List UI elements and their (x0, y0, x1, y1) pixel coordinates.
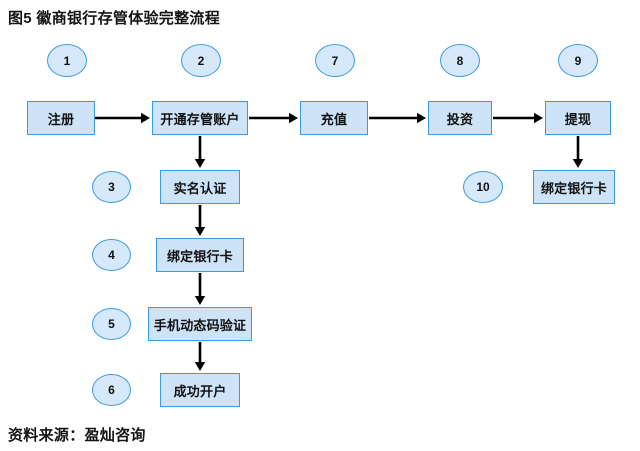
flow-node-n4: 绑定银行卡 (156, 238, 244, 272)
flow-arrow-n1-to-n2 (95, 112, 150, 124)
flow-node-n6: 成功开户 (160, 373, 240, 407)
flow-node-n5: 手机动态码验证 (148, 307, 252, 341)
step-marker-8: 8 (440, 44, 480, 77)
step-marker-6: 6 (92, 374, 131, 406)
flow-node-n10: 绑定银行卡 (533, 170, 615, 204)
flow-node-n3: 实名认证 (160, 170, 240, 204)
step-marker-9: 9 (558, 44, 598, 77)
flow-node-n8: 投资 (428, 101, 492, 135)
step-marker-4: 4 (92, 239, 131, 271)
step-marker-10: 10 (463, 171, 503, 203)
flow-arrow-n2-to-n3 (194, 136, 206, 168)
flow-arrow-n7-to-n8 (369, 112, 426, 124)
step-marker-5: 5 (92, 308, 131, 340)
flow-arrow-n9-to-n10 (572, 136, 584, 168)
step-marker-7: 7 (315, 44, 355, 77)
step-marker-3: 3 (92, 171, 131, 203)
flow-node-n1: 注册 (27, 101, 95, 135)
flow-node-n7: 充值 (300, 101, 368, 135)
flow-node-n9: 提现 (545, 101, 611, 135)
flow-arrow-n4-to-n5 (194, 273, 206, 305)
flow-arrow-n8-to-n9 (493, 112, 543, 124)
page-title: 图5 徽商银行存管体验完整流程 (8, 10, 221, 27)
flow-arrow-n2-to-n7 (249, 112, 298, 124)
flow-arrow-n3-to-n4 (194, 205, 206, 236)
step-marker-2: 2 (181, 44, 221, 77)
step-marker-1: 1 (47, 44, 87, 77)
source-note: 资料来源：盈灿咨询 (8, 427, 146, 444)
flow-arrow-n5-to-n6 (194, 342, 206, 371)
flow-node-n2: 开通存管账户 (152, 101, 248, 135)
